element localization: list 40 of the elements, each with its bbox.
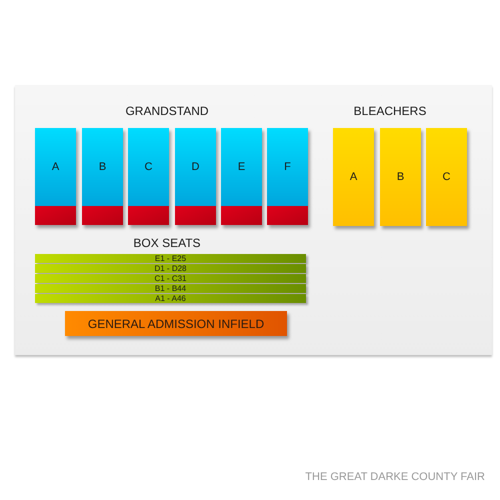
- grandstand-section: [267, 128, 308, 206]
- section-label: C: [144, 160, 152, 175]
- bleacher-section: [333, 128, 374, 226]
- grandstand-section: [221, 128, 262, 206]
- section-heading: GRANDSTAND: [125, 104, 209, 118]
- bleacher-section: [426, 128, 467, 226]
- section-label: B: [396, 170, 404, 185]
- section-label: A: [52, 160, 60, 175]
- section-label: F: [284, 160, 291, 175]
- grandstand-section: [128, 128, 169, 206]
- section-label: D: [192, 160, 200, 175]
- box-seat-row: [35, 294, 306, 303]
- front-row-section: [128, 206, 169, 225]
- row-range-label: D1 - D28: [154, 264, 186, 273]
- front-row-section: [35, 206, 76, 225]
- grandstand-section: [82, 128, 123, 206]
- box-seat-row: [35, 284, 306, 293]
- row-range-label: A1 - A46: [155, 294, 186, 303]
- front-row-section: [82, 206, 123, 225]
- grandstand-section: [35, 128, 76, 206]
- box-seat-row: [35, 264, 306, 273]
- front-row-section: [175, 206, 216, 225]
- caption: THE GREAT DARKE COUNTY FAIR: [305, 471, 485, 484]
- infield-area: [65, 311, 287, 336]
- bleacher-section: [380, 128, 421, 226]
- box-seat-row: [35, 254, 306, 263]
- section-label: A: [350, 170, 358, 185]
- section-label: B: [98, 160, 106, 175]
- row-range-label: C1 - C31: [154, 274, 186, 283]
- section-heading: BLEACHERS: [354, 104, 426, 118]
- front-row-section: [267, 206, 308, 225]
- grandstand-section: [175, 128, 216, 206]
- row-range-label: E1 - E25: [154, 254, 186, 263]
- section-label: C: [442, 170, 450, 185]
- area-label: GENERAL ADMISSION INFIELD: [88, 316, 264, 332]
- box-seat-row: [35, 274, 306, 283]
- row-range-label: B1 - B44: [154, 284, 186, 293]
- section-label: E: [238, 160, 246, 175]
- front-row-section: [221, 206, 262, 225]
- section-heading: BOX SEATS: [133, 236, 201, 250]
